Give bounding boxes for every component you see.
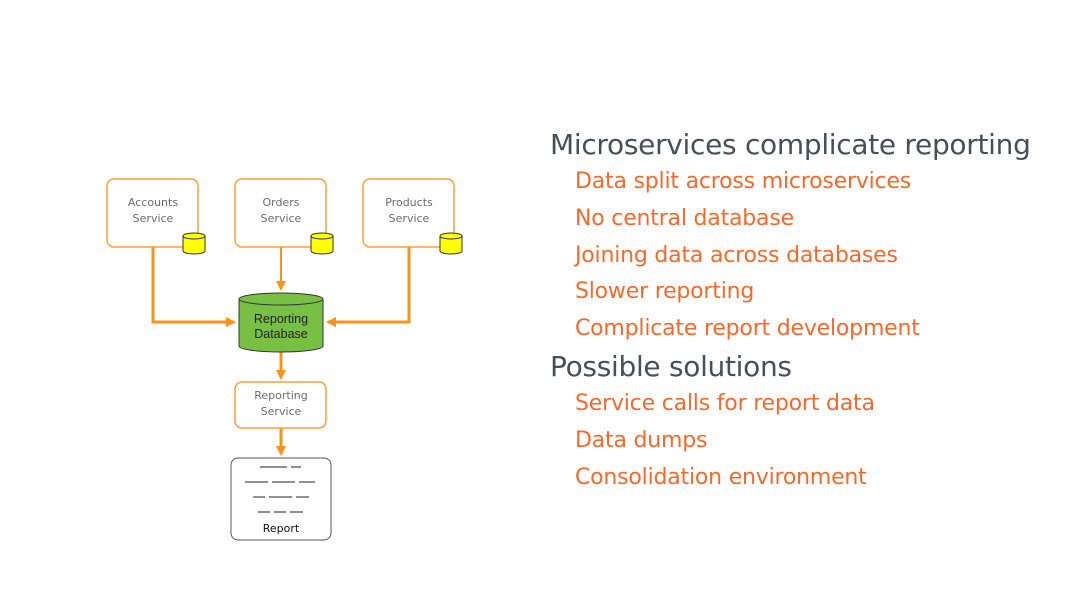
section-heading: Possible solutions: [550, 349, 792, 383]
bullet-item: Data split across microservices: [575, 169, 912, 194]
bullet-item: Joining data across databases: [575, 242, 898, 268]
bullet-item: Slower reporting: [575, 279, 755, 305]
bullet-item: Complicate report development: [575, 316, 920, 342]
report-text-lines-icon: [245, 466, 315, 513]
arrow-products-to-reporting-db: [326, 247, 411, 327]
database-icon: [182, 232, 206, 255]
accounts-service-label-line1: Accounts: [128, 196, 178, 209]
reporting-service-node: Reporting Service: [234, 381, 327, 429]
report-node: Report: [230, 457, 332, 541]
orders-service-label-line2: Service: [261, 212, 302, 225]
section-possible-solutions: Possible solutions Service calls for rep…: [550, 348, 1031, 496]
connectors: [151, 247, 411, 456]
accounts-service-label-line2: Service: [133, 212, 174, 225]
reporting-database-label-line2: Database: [254, 327, 308, 341]
reporting-service-label-line2: Service: [261, 405, 302, 418]
database-icon: [310, 232, 334, 255]
bullet-item: No central database: [575, 205, 794, 231]
products-service-label-line1: Products: [385, 196, 433, 209]
report-label: Report: [263, 522, 300, 535]
accounts-service-node: Accounts Service: [106, 178, 206, 255]
arrow-accounts-to-reporting-db: [151, 247, 236, 327]
products-service-node: Products Service: [362, 178, 463, 255]
section-heading: Microservices complicate reporting: [550, 128, 1031, 161]
reporting-database-label-line1: Reporting: [254, 312, 308, 326]
bullet-item: Consolidation environment: [575, 464, 867, 490]
orders-service-node: Orders Service: [234, 178, 334, 255]
bullet-item: Service calls for report data: [575, 390, 875, 416]
text-panel: Microservices complicate reporting Data …: [550, 126, 1031, 496]
products-service-label-line2: Service: [389, 212, 430, 225]
bullet-item: Data dumps: [575, 427, 708, 453]
database-icon: [439, 232, 463, 255]
reporting-service-label-line1: Reporting: [254, 389, 307, 402]
reporting-database-node: Reporting Database: [238, 292, 324, 353]
section-reporting-problems: Microservices complicate reporting Data …: [550, 126, 1031, 348]
orders-service-label-line1: Orders: [263, 196, 300, 209]
